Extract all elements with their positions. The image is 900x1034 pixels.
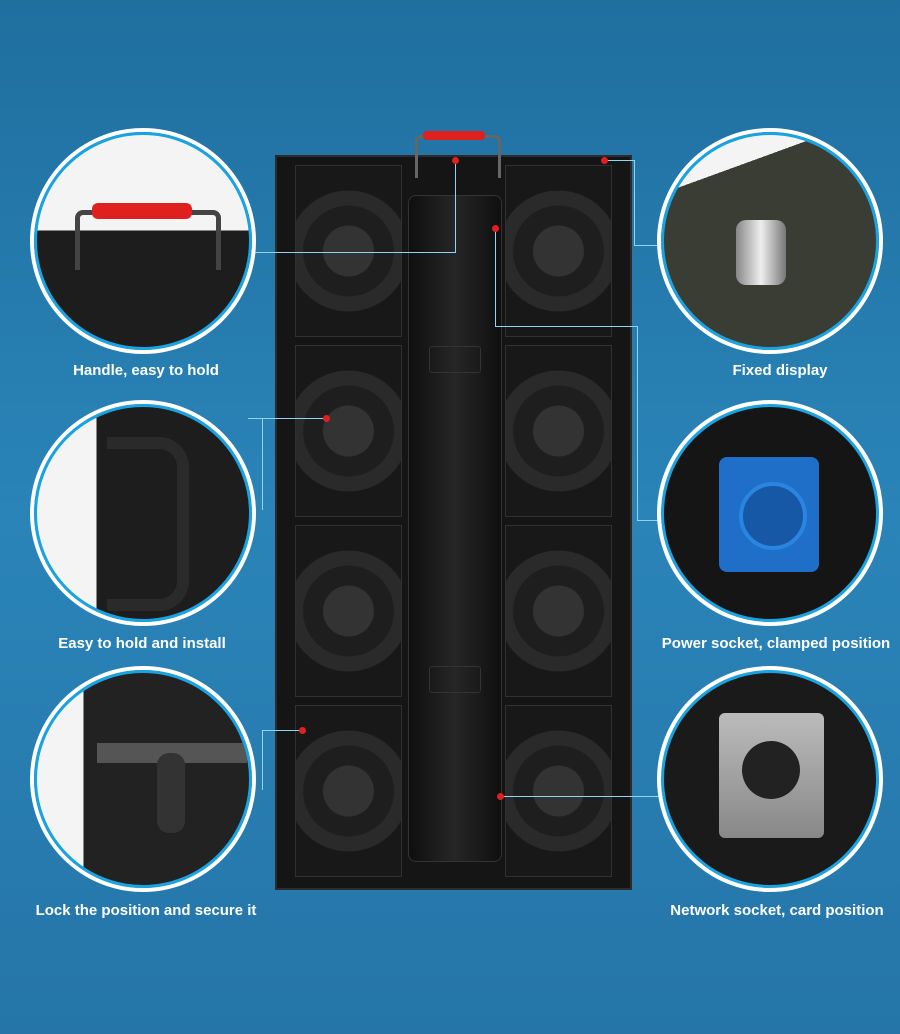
marker-dot — [323, 415, 330, 422]
led-module — [505, 345, 612, 517]
side-handle-closeup — [34, 404, 252, 622]
label-lock: Lock the position and secure it — [35, 902, 257, 919]
led-module — [295, 345, 402, 517]
marker-dot — [492, 225, 499, 232]
screw-closeup — [661, 132, 879, 350]
lock-closeup — [34, 670, 252, 888]
marker-dot — [299, 727, 306, 734]
marker-dot — [497, 793, 504, 800]
marker-dot — [452, 157, 459, 164]
power-socket-closeup — [661, 404, 879, 622]
label-handle: Handle, easy to hold — [73, 362, 219, 379]
led-module — [295, 525, 402, 697]
center-spine — [408, 195, 502, 862]
network-socket-closeup — [661, 670, 879, 888]
label-easy-install: Easy to hold and install — [58, 635, 226, 652]
led-module — [505, 525, 612, 697]
top-handle-icon — [415, 135, 501, 178]
led-module — [505, 705, 612, 877]
handle-closeup — [34, 132, 252, 350]
label-power-socket: Power socket, clamped position — [661, 635, 891, 652]
top-handle-grip — [423, 131, 485, 140]
led-module — [295, 705, 402, 877]
led-module — [295, 165, 402, 337]
label-network-socket: Network socket, card position — [670, 902, 884, 919]
marker-dot — [601, 157, 608, 164]
led-module — [505, 165, 612, 337]
label-fixed-display: Fixed display — [732, 362, 828, 379]
